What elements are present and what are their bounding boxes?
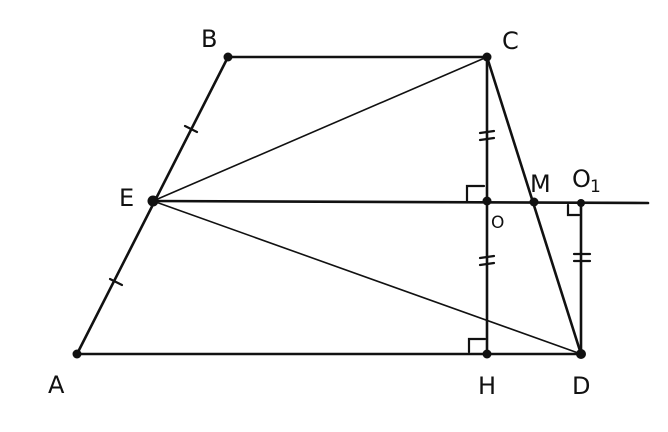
tick-be bbox=[183, 124, 199, 134]
tick-oh-1 bbox=[478, 254, 496, 260]
line-eo-extended bbox=[151, 199, 650, 205]
label-m: M bbox=[530, 170, 551, 198]
label-e: E bbox=[119, 184, 134, 212]
point-a bbox=[72, 349, 82, 359]
point-o bbox=[482, 196, 492, 206]
label-h: H bbox=[478, 372, 496, 400]
right-angle-mark-h bbox=[467, 337, 487, 354]
right-angle-mark-o bbox=[465, 184, 486, 203]
tick-oh-2 bbox=[478, 261, 496, 267]
label-a: A bbox=[48, 371, 65, 399]
label-b: B bbox=[201, 25, 217, 53]
segment-ec bbox=[152, 56, 488, 202]
tick-co-2 bbox=[478, 136, 496, 142]
point-m bbox=[529, 197, 539, 207]
point-b bbox=[223, 52, 233, 62]
segment-ed bbox=[152, 200, 582, 355]
label-d: D bbox=[572, 372, 590, 400]
label-c: C bbox=[502, 27, 519, 55]
label-o1: O bbox=[572, 165, 591, 193]
label-o: O bbox=[491, 213, 504, 233]
point-o1 bbox=[577, 199, 585, 207]
point-e bbox=[147, 195, 159, 207]
label-o1-subscript: 1 bbox=[590, 177, 601, 197]
point-c bbox=[482, 52, 492, 62]
point-h bbox=[482, 349, 492, 359]
right-angle-mark-o1 bbox=[566, 203, 581, 217]
tick-co-1 bbox=[478, 129, 496, 135]
tick-ea bbox=[108, 277, 124, 287]
point-d bbox=[576, 349, 586, 359]
